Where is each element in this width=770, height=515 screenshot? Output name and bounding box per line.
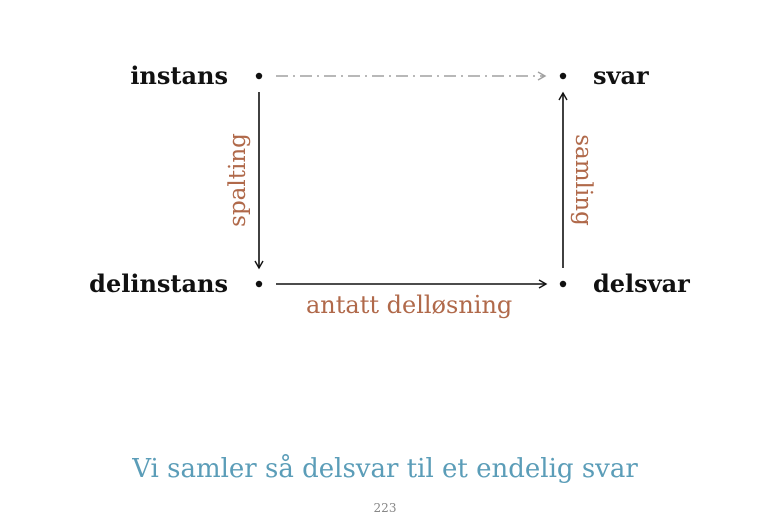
node-dot-instans: [255, 72, 263, 80]
edge-label-antatt-dellosning: antatt delløsning: [306, 291, 513, 319]
edge-label-samling: samling: [570, 134, 596, 226]
slide-caption: Vi samler så delsvar til et endelig svar: [132, 454, 638, 484]
node-dot-svar: [559, 72, 567, 80]
page-number: 223: [373, 501, 397, 515]
node-dot-delinstans: [255, 280, 263, 288]
node-label-instans: instans: [130, 61, 228, 90]
node-label-delsvar: delsvar: [593, 269, 690, 298]
node-dot-delsvar: [559, 280, 567, 288]
node-label-svar: svar: [593, 61, 649, 90]
edge-label-spalting: spalting: [225, 133, 251, 227]
node-label-delinstans: delinstans: [89, 269, 228, 298]
